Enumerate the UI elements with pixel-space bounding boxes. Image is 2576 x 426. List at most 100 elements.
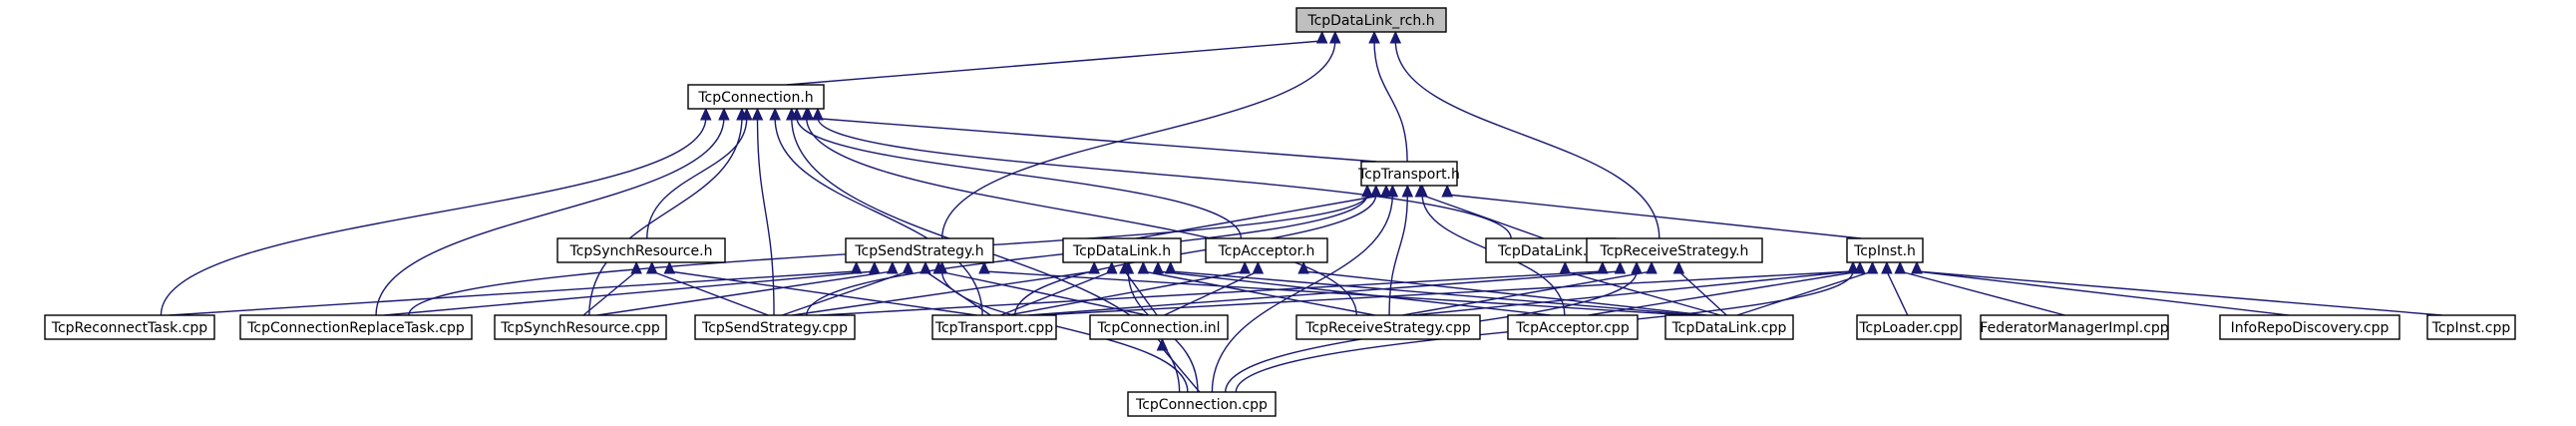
node-sendstrat_cpp[interactable]: TcpSendStrategy.cpp [694,314,856,340]
arrowhead-transport_h [1386,184,1399,198]
arrowhead-synchres_h [663,260,676,274]
node-box [1980,314,2169,340]
edge-transport_h-to-conn_h [808,117,1377,163]
node-box [494,314,667,340]
edge-inforepo_cpp-to-inst_h [1916,270,2289,316]
node-box [931,314,1057,340]
node-conn_h[interactable]: TcpConnection.h [687,84,825,110]
edge-datalink_cpp-to-recvstrat_h [1677,270,1727,316]
node-box [1507,314,1639,340]
edge-fedmgr_cpp-to-inst_h [1900,270,2065,316]
edge-sendstrat_cpp-to-recvstrat_h [820,270,1603,316]
node-root[interactable]: TcpDataLink_rch.h [1295,7,1447,33]
node-acceptor_h[interactable]: TcpAcceptor.h [1205,237,1328,263]
node-transport_h[interactable]: TcpTransport.h [1357,161,1460,187]
arrowhead-datalink_h [1105,260,1118,274]
edge-transport_cpp-to-inst_h [1038,270,1854,316]
node-box [1295,314,1481,340]
node-label: FederatorManagerImpl.cpp [1980,320,2168,336]
node-datalink_h[interactable]: TcpDataLink.h [1062,237,1182,263]
node-box [1127,391,1277,417]
arrowhead-datalink_h [1137,260,1150,274]
node-inforepo_cpp[interactable]: InfoRepoDiscovery.cpp [2219,314,2400,340]
edge-recvstrat_cpp-to-inst_h [1412,270,1854,316]
node-label: InfoRepoDiscovery.cpp [2231,320,2390,336]
edge-transport_cpp-to-transport_h [1014,194,1377,316]
node-label: TcpTransport.cpp [934,320,1053,336]
edge-transport_cpp-to-synchres_h [669,270,977,316]
edge-recvstrat_cpp-to-datalink_h [1143,270,1375,316]
node-sendstrat_h[interactable]: TcpSendStrategy.h [845,237,994,263]
node-acceptor_cpp[interactable]: TcpAcceptor.cpp [1507,314,1639,340]
node-label: TcpDataLink.inl [1497,243,1604,259]
edge-conn_cpp-to-transport_h [1211,194,1394,393]
arrowhead-conn_inl [1156,337,1169,351]
node-box [239,314,473,340]
node-box [1295,7,1447,33]
node-recvstrat_cpp[interactable]: TcpReceiveStrategy.cpp [1295,314,1481,340]
edge-transport_cpp-to-datalink_h [1000,270,1113,316]
edge-datalink_inl-to-conn_h [817,117,1512,239]
node-label: TcpReceiveStrategy.cpp [1304,320,1471,336]
arrowhead-inst_h [1847,260,1859,274]
arrowhead-conn_h [736,107,748,121]
node-label: TcpSynchResource.cpp [500,320,660,336]
node-box [556,237,726,263]
arrowhead-transport_h [1441,184,1453,198]
edge-sendstrat_cpp-to-sendstrat_h [782,270,909,316]
node-inst_h[interactable]: TcpInst.h [1846,237,1924,263]
node-reconnect_cpp[interactable]: TcpReconnectTask.cpp [44,314,215,340]
arrowhead-sendstrat_h [978,260,990,274]
arrowhead-conn_h [718,107,730,121]
node-label: TcpAcceptor.cpp [1515,320,1630,336]
node-synchres_cpp[interactable]: TcpSynchResource.cpp [494,314,667,340]
node-label: TcpSendStrategy.cpp [701,320,848,336]
arrowhead-inst_h [1894,260,1906,274]
arrowhead-root [1315,30,1328,44]
arrowhead-synchres_h [645,260,658,274]
arrowhead-sendstrat_h [920,260,931,274]
arrowhead-acceptor_h [1297,260,1309,274]
arrowhead-transport_h [1401,184,1414,198]
edge-transport_h-to-root [1373,40,1408,163]
arrowhead-conn_h [769,107,781,121]
node-box [2219,314,2400,340]
node-inst_cpp[interactable]: TcpInst.cpp [2426,314,2516,340]
node-conn_cpp[interactable]: TcpConnection.cpp [1127,391,1277,417]
arrowhead-root [1328,30,1341,44]
node-conn_inl[interactable]: TcpConnection.inl [1089,314,1229,340]
arrowhead-acceptor_h [1239,260,1251,274]
node-datalink_cpp[interactable]: TcpDataLink.cpp [1664,314,1794,340]
node-connreplace_cpp[interactable]: TcpConnectionReplaceTask.cpp [239,314,473,340]
edge-sendstrat_cpp-to-datalink_h [792,270,1095,316]
edge-connreplace_cpp-to-sendstrat_h [384,270,875,316]
arrowhead-sendstrat_h [887,260,899,274]
edge-acceptor_cpp-to-inst_h [1588,270,1861,316]
node-label: TcpConnection.inl [1096,320,1220,336]
node-label: TcpAcceptor.h [1218,243,1315,259]
arrowhead-sendstrat_h [902,260,915,274]
node-box [1586,237,1763,263]
edge-acceptor_h-to-conn_h [796,117,1243,239]
arrowhead-transport_h [1369,184,1382,198]
edge-recvstrat_cpp-to-conn_h [806,117,1357,316]
edge-reconnect_cpp-to-conn_h [160,117,707,316]
edge-sendstrat_cpp-to-synchres_h [651,270,769,316]
node-synchres_h[interactable]: TcpSynchResource.h [556,237,726,263]
arrowhead-datalink_h [1164,260,1177,274]
node-box [2426,314,2516,340]
node-loader_cpp[interactable]: TcpLoader.cpp [1856,314,1962,340]
edge-loader_cpp-to-inst_h [1886,270,1909,316]
node-label: TcpDataLink.h [1072,243,1171,259]
node-recvstrat_h[interactable]: TcpReceiveStrategy.h [1586,237,1763,263]
edge-recvstrat_h-to-root [1394,40,1660,239]
node-fedmgr_cpp[interactable]: FederatorManagerImpl.cpp [1980,314,2169,340]
arrowhead-datalink_h [1122,260,1135,274]
edge-datalink_cpp-to-sendstrat_h [983,270,1689,316]
node-box [1360,161,1458,187]
arrowhead-recvstrat_h [1631,260,1643,274]
node-transport_cpp[interactable]: TcpTransport.cpp [931,314,1057,340]
edge-conn_inl-to-sendstrat_h [938,270,1148,316]
edge-datalink_cpp-to-acceptor_h [1303,270,1706,316]
arrowhead-inst_h [1911,260,1923,274]
